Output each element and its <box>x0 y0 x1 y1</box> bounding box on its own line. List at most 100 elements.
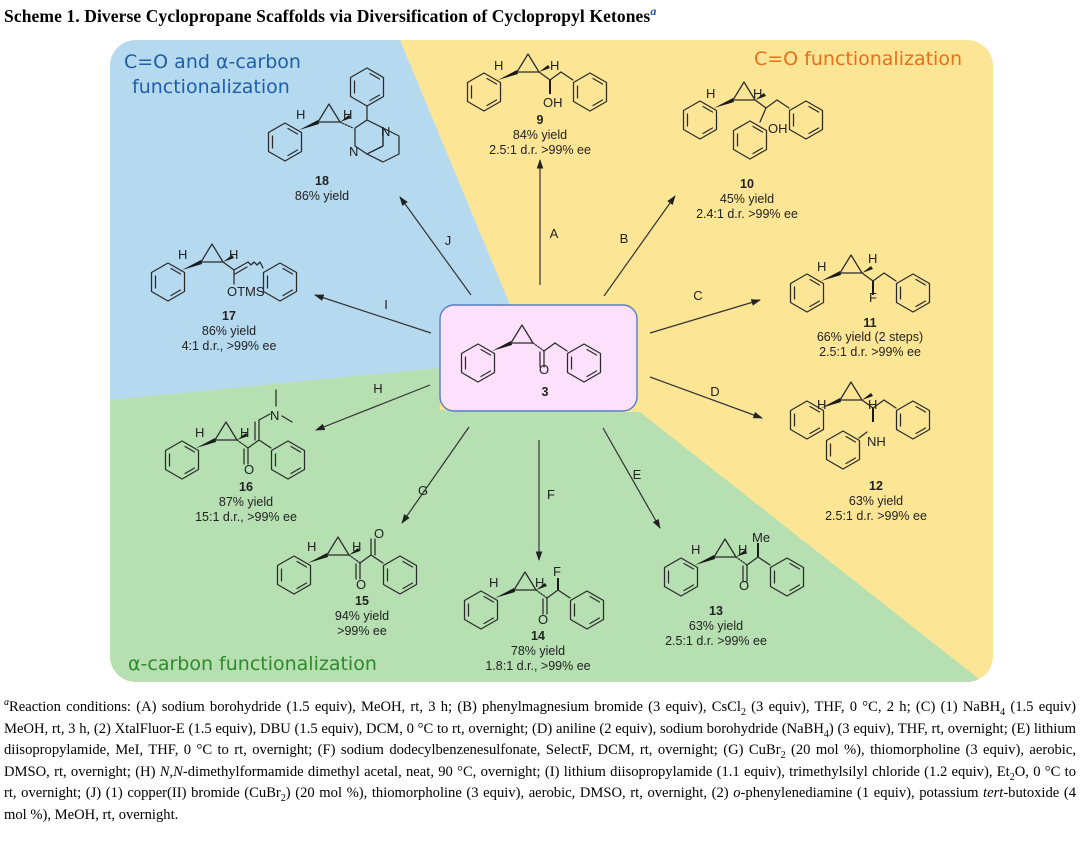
arrow-label-A: A <box>550 226 559 241</box>
compound-15-selectivity: >99% ee <box>337 624 387 638</box>
footnote-text: ) (20 mol %), thiomorpholine (3 equiv), … <box>285 785 734 801</box>
atom-O: O <box>356 577 366 592</box>
compound-3-label: 3 <box>542 385 549 399</box>
footnote-marker: a <box>4 697 9 709</box>
arrow-E <box>602 427 661 529</box>
atom-H: H <box>868 397 877 412</box>
reaction-scheme: C=O and α-carbon functionalization C=O f… <box>110 40 993 682</box>
compound-10-yield: 45% yield <box>720 192 774 206</box>
atom-O: O <box>739 578 749 593</box>
italic-text: N,N <box>159 763 183 780</box>
compound-13-yield: 63% yield <box>689 619 743 633</box>
atom-N: N <box>349 144 358 159</box>
compound-13-id: 13 <box>709 604 723 618</box>
atom-H: H <box>352 539 361 554</box>
footnote-text: (1.5 equiv) MeOH, rt, 3 h, (2) XtalFluor… <box>4 699 1077 737</box>
atom-H: H <box>307 539 316 554</box>
atom-H: H <box>489 575 498 590</box>
region-alpha-background <box>110 368 993 682</box>
compound-11-selectivity: 2.5:1 d.r. >99% ee <box>819 345 921 359</box>
arrow-J <box>399 196 472 296</box>
scheme-title: Scheme 1. Diverse Cyclopropane Scaffolds… <box>4 4 656 27</box>
compound-10-id: 10 <box>740 177 754 191</box>
compound-9-yield: 84% yield <box>513 128 567 142</box>
atom-OH: OH <box>543 95 563 110</box>
arrow-label-D: D <box>710 384 719 399</box>
arrow-label-E: E <box>633 467 642 482</box>
arrow-label-C: C <box>693 288 702 303</box>
footnote-text: (3 equiv), THF, 0 °C, 2 h; (C) (1) NaBH <box>745 699 1001 715</box>
footnote-text: ) (3 equiv), THF, rt, overnight; (E) lit… <box>4 720 1076 759</box>
compound-11-id: 11 <box>863 316 876 330</box>
compound-17-selectivity: 4:1 d.r., >99% ee <box>182 339 277 353</box>
compound-14-id: 14 <box>531 629 545 643</box>
compound-16-structure <box>164 389 306 480</box>
region-label-co: C=O functionalization <box>754 48 962 70</box>
compound-14-structure <box>463 571 605 630</box>
compound-13-selectivity: 2.5:1 d.r. >99% ee <box>665 634 767 648</box>
subscript: 4 <box>823 728 829 740</box>
subscript: 2 <box>780 749 786 761</box>
italic-text: o <box>733 785 741 801</box>
footnote-marker: a <box>650 4 657 18</box>
compound-10-structure <box>682 81 824 160</box>
subscript: 2 <box>280 792 286 804</box>
italic-text: tert <box>983 785 1004 801</box>
atom-H: H <box>550 58 559 73</box>
compound-17-structure <box>150 243 298 302</box>
atom-H: H <box>868 251 877 266</box>
reaction-conditions-footnote: aReaction conditions: (A) sodium borohyd… <box>4 697 1076 826</box>
compound-16-selectivity: 15:1 d.r., >99% ee <box>195 510 297 524</box>
region-backgrounds <box>110 40 993 682</box>
arrow-B <box>603 195 676 297</box>
arrow-label-B: B <box>620 231 629 246</box>
footnote-text: -dimethylformamide dimethyl acetal, neat… <box>182 763 1010 780</box>
arrow-H <box>315 384 431 431</box>
atom-H: H <box>296 107 305 122</box>
compound-18-structure <box>267 67 400 163</box>
atom-N: N <box>270 408 279 423</box>
arrow-I <box>314 294 432 334</box>
footnote-text: (20 mol %), thiomorpholine (3 equiv), ae… <box>4 742 1076 780</box>
compound-14-yield: 78% yield <box>511 644 565 658</box>
subscript: 2 <box>1009 771 1015 783</box>
compound-16-id: 16 <box>239 480 253 494</box>
compound-15-yield: 94% yield <box>335 609 389 623</box>
atom-H: H <box>738 542 747 557</box>
compound-3-structure <box>460 324 602 383</box>
atom-H: H <box>817 397 826 412</box>
atom-H: H <box>753 86 762 101</box>
atom-H: H <box>817 259 826 274</box>
compound-12-yield: 63% yield <box>849 494 903 508</box>
region-label-co-alpha-line1: C=O and α-carbon <box>124 51 301 73</box>
region-co-alpha-background <box>110 40 510 400</box>
compound-18-yield: 86% yield <box>295 189 349 203</box>
footnote-text: O, 0 °C to rt, overnight; (J) (1) copper… <box>4 763 1076 802</box>
footnote-text: -butoxide (4 mol %), MeOH, rt, overnight… <box>4 785 1076 823</box>
atom-NH: NH <box>867 434 886 449</box>
compound-17-yield: 86% yield <box>202 324 256 338</box>
compound-9-id: 9 <box>537 113 544 127</box>
footnote-text: -phenylenediamine (1 equiv), potassium <box>740 785 984 801</box>
subscript: 2 <box>740 706 746 718</box>
compound-11-structure <box>789 254 931 313</box>
atom-F: F <box>869 290 877 305</box>
atom-O: O <box>539 362 549 377</box>
atom-O: O <box>374 526 384 541</box>
compound-13-structure <box>663 538 805 597</box>
arrow-G <box>401 426 470 524</box>
atom-OTMS: OTMS <box>227 284 265 299</box>
atom-O: O <box>244 462 254 477</box>
atom-H: H <box>343 107 352 122</box>
atom-H: H <box>195 425 204 440</box>
atom-N: N <box>381 124 390 139</box>
arrow-D <box>649 376 763 419</box>
compound-12-id: 12 <box>869 479 883 493</box>
atom-Me: Me <box>752 530 770 545</box>
footnote-text: Reaction conditions: (A) sodium borohydr… <box>9 699 741 715</box>
region-label-co-alpha-line2: functionalization <box>132 76 290 98</box>
arrow-label-H: H <box>373 381 382 396</box>
region-label-alpha: α-carbon functionalization <box>128 653 377 675</box>
atom-H: H <box>240 425 249 440</box>
compound-18-id: 18 <box>315 174 329 188</box>
